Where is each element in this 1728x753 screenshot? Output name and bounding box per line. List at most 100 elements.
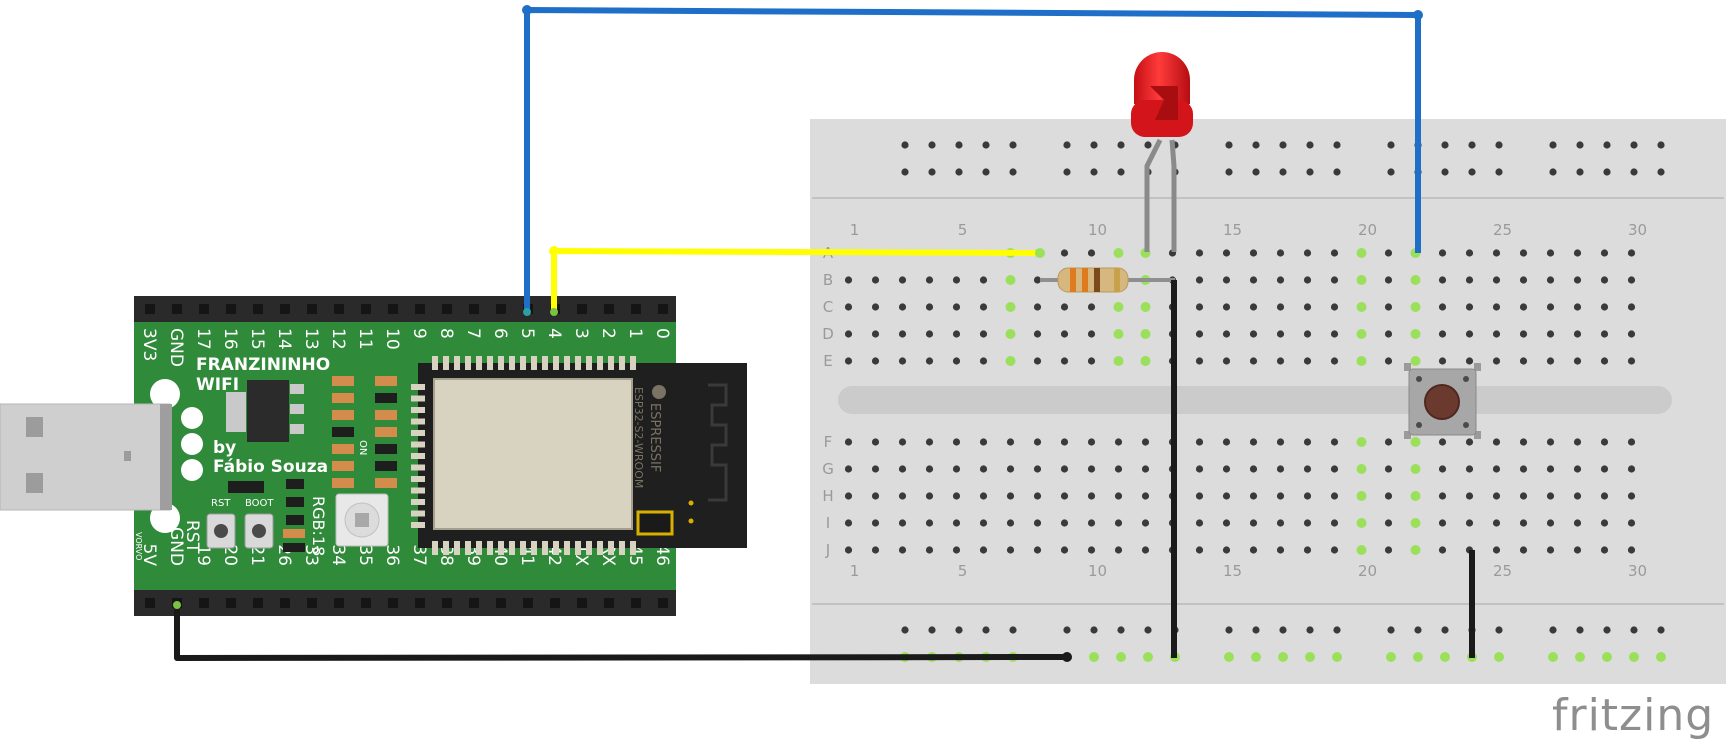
voltage-regulator (247, 380, 289, 442)
row-letter: H (822, 487, 833, 505)
push-button-leg-bl (1404, 431, 1411, 439)
breadboard-hole (1195, 330, 1204, 338)
breadboard-hole (1033, 303, 1042, 311)
wire-blue-bend-2 (1413, 10, 1423, 20)
rail-hole (1333, 141, 1341, 149)
breadboard-hole (1627, 519, 1636, 527)
header-pin-top (658, 304, 668, 314)
breadboard-hole (1438, 249, 1447, 257)
breadboard-hole (1573, 276, 1582, 284)
breadboard-hole (952, 330, 961, 338)
rail-hole (1387, 141, 1395, 149)
header-pin-top (442, 304, 452, 314)
rail-hole (1333, 168, 1341, 176)
pin-label-top: 5 (517, 328, 537, 339)
breadboard-hole (1465, 357, 1474, 365)
rail-hole (1333, 626, 1341, 634)
breadboard-hole (1600, 357, 1609, 365)
breadboard-hole (925, 330, 934, 338)
breadboard-hole (925, 276, 934, 284)
breadboard-hole (925, 492, 934, 500)
module-pad-left (411, 430, 425, 436)
regulator-pin-2 (290, 404, 304, 414)
module-pad-top (432, 356, 438, 370)
breadboard-hole (1141, 546, 1150, 554)
breadboard-hole (1573, 438, 1582, 446)
espressif-logo-icon (652, 385, 666, 399)
breadboard-hole (1087, 438, 1096, 446)
header-pin-bottom (226, 598, 236, 608)
breadboard-hole (1492, 276, 1501, 284)
breadboard-hole (1546, 546, 1555, 554)
breadboard-hole (1356, 545, 1367, 555)
row-letter: J (825, 541, 830, 559)
module-pad-bottom (597, 541, 603, 555)
push-button-leg-tr (1474, 363, 1481, 371)
header-pin-top (388, 304, 398, 314)
header-pin-bottom (496, 598, 506, 608)
header-pin-top (280, 304, 290, 314)
breadboard-hole (1627, 303, 1636, 311)
breadboard-hole (1141, 492, 1150, 500)
breadboard-hole (979, 303, 988, 311)
breadboard-hole (1492, 249, 1501, 257)
breadboard-hole (1087, 519, 1096, 527)
pin-label-bottom: GND (166, 527, 186, 566)
wire-blue-bend-1 (522, 5, 532, 15)
breadboard-hole (1222, 438, 1231, 446)
breadboard-hole (952, 276, 961, 284)
module-pad-top (564, 356, 570, 370)
header-pin-bottom (145, 598, 155, 608)
pin-label-top: 14 (274, 328, 294, 350)
module-pad-top (509, 356, 515, 370)
breadboard-hole (1005, 356, 1016, 366)
breadboard-hole (1573, 465, 1582, 473)
module-pad-left (411, 499, 425, 505)
rail-hole (982, 168, 990, 176)
breadboard-hole (1492, 438, 1501, 446)
header-pin-bottom (307, 598, 317, 608)
header-pin-top (334, 304, 344, 314)
header-pin-top (307, 304, 317, 314)
breadboard-hole (1113, 302, 1124, 312)
smd-bottom-2 (283, 543, 305, 552)
breadboard-hole (925, 546, 934, 554)
push-button[interactable] (1404, 363, 1481, 439)
breadboard-hole (1519, 546, 1528, 554)
usb-plug-body (0, 403, 171, 511)
breadboard-hole (1276, 249, 1285, 257)
breadboard-hole (1410, 356, 1421, 366)
module-pad-bottom (465, 541, 471, 555)
breadboard-hole (1060, 492, 1069, 500)
header-pin-bottom (469, 598, 479, 608)
module-shield (433, 378, 633, 530)
smd-components-right (375, 376, 397, 488)
header-pin-top (604, 304, 614, 314)
breadboard-hole (1600, 330, 1609, 338)
rail-hole (1603, 141, 1611, 149)
rail-hole (1602, 652, 1612, 662)
row-letter: G (822, 460, 834, 478)
breadboard-hole (1627, 465, 1636, 473)
led-leg-cathode (1144, 138, 1163, 252)
rail-hole (1117, 141, 1125, 149)
header-pin-top (199, 304, 209, 314)
board-name-line2: WIFI (196, 375, 239, 395)
breadboard-hole (979, 465, 988, 473)
header-pin-bottom (604, 598, 614, 608)
breadboard-hole (1438, 276, 1447, 284)
column-number-top: 1 (850, 221, 860, 239)
breadboard-hole (1519, 492, 1528, 500)
breadboard-hole (979, 438, 988, 446)
rail-hole (1468, 168, 1476, 176)
breadboard-hole (1519, 249, 1528, 257)
breadboard-hole (1384, 276, 1393, 284)
breadboard-hole (1330, 519, 1339, 527)
breadboard-hole (1438, 303, 1447, 311)
breadboard-hole (1060, 519, 1069, 527)
module-pad-top (531, 356, 537, 370)
header-pin-top (469, 304, 479, 314)
breadboard-hole (1492, 546, 1501, 554)
rail-hole (1009, 626, 1017, 634)
breadboard-hole (1195, 357, 1204, 365)
